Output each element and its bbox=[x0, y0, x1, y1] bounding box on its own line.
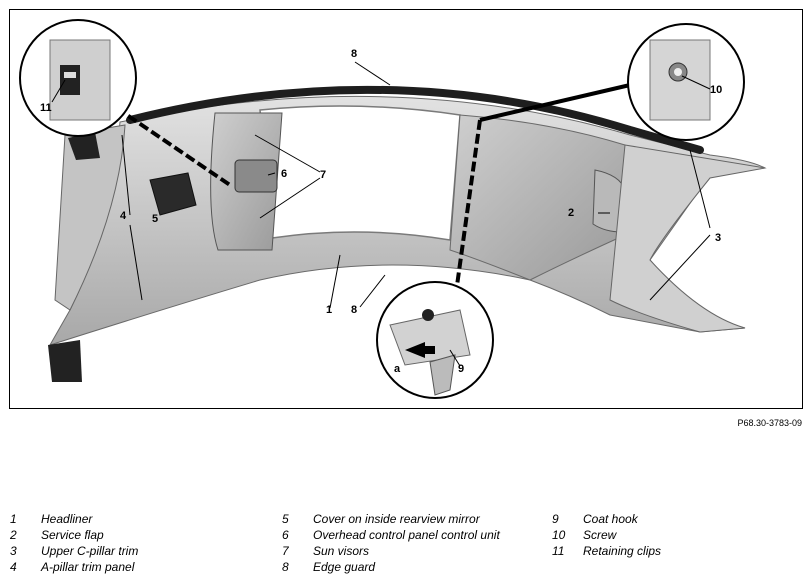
leader-lines bbox=[51, 61, 711, 367]
connector-detail-10 bbox=[479, 83, 631, 122]
detail-circle-11 bbox=[19, 19, 137, 137]
mirror-cover bbox=[149, 172, 197, 216]
illustration-frame: 1 2 3 4 5 6 7 8 8 9 10 11 a bbox=[9, 9, 803, 409]
legend-number: 1 bbox=[10, 512, 17, 526]
edge-guard-top bbox=[126, 85, 704, 154]
legend-label: Cover on inside rearview mirror bbox=[313, 512, 480, 526]
legend-number: 4 bbox=[10, 560, 17, 574]
callout-8-bottom: 8 bbox=[351, 304, 357, 316]
legend-number: 5 bbox=[282, 512, 289, 526]
legend-number: 6 bbox=[282, 528, 289, 542]
callout-2: 2 bbox=[568, 207, 574, 219]
callout-8-top: 8 bbox=[351, 48, 357, 60]
legend-label: Retaining clips bbox=[583, 544, 662, 558]
callout-6: 6 bbox=[281, 168, 287, 180]
callout-9: 9 bbox=[458, 363, 464, 375]
legend-label: Upper C-pillar trim bbox=[41, 544, 139, 558]
sunroof-opening bbox=[259, 105, 461, 241]
legend-label: Screw bbox=[583, 528, 617, 542]
c-pillar-trim-right bbox=[609, 144, 766, 333]
headliner-illustration: 1 2 3 4 5 6 7 8 8 9 10 11 a bbox=[19, 19, 767, 399]
clip-dark-left-top bbox=[68, 132, 100, 160]
legend-label: Service flap bbox=[41, 528, 104, 542]
callout-a: a bbox=[394, 363, 401, 375]
c-pillar-panel bbox=[449, 114, 626, 281]
legend-number: 11 bbox=[552, 544, 565, 558]
arrow-a-icon bbox=[405, 342, 435, 358]
detail-circle-9 bbox=[376, 281, 494, 399]
figure-code: P68.30-3783-09 bbox=[737, 418, 802, 428]
legend-label: A-pillar trim panel bbox=[41, 560, 135, 574]
connector-detail-11 bbox=[103, 98, 232, 187]
callout-7: 7 bbox=[320, 169, 326, 181]
legend-label: Coat hook bbox=[583, 512, 638, 526]
legend-label: Overhead control panel control unit bbox=[313, 528, 500, 542]
legend-label: Edge guard bbox=[313, 560, 376, 574]
callout-4: 4 bbox=[120, 210, 127, 222]
callout-1: 1 bbox=[326, 304, 332, 316]
legend-number: 2 bbox=[10, 528, 17, 542]
overhead-control-unit bbox=[234, 159, 278, 193]
detail-circle-10 bbox=[627, 23, 745, 141]
legend-number: 3 bbox=[10, 544, 17, 558]
callout-3: 3 bbox=[715, 232, 721, 244]
legend-number: 7 bbox=[282, 544, 289, 558]
callout-10: 10 bbox=[710, 84, 722, 96]
a-pillar-trim-left bbox=[54, 124, 126, 311]
legend-number: 9 bbox=[552, 512, 559, 526]
clip-dark-left-bottom bbox=[48, 340, 82, 382]
legend-number: 10 bbox=[552, 528, 566, 542]
connector-detail-9 bbox=[453, 119, 482, 301]
legend-label: Headliner bbox=[41, 512, 93, 526]
callout-5: 5 bbox=[152, 213, 158, 225]
callout-11: 11 bbox=[40, 102, 52, 114]
legend-label: Sun visors bbox=[313, 544, 370, 558]
legend: 1 Headliner 2 Service flap 3 Upper C-pillar… bbox=[10, 512, 800, 578]
legend-number: 8 bbox=[282, 560, 289, 574]
